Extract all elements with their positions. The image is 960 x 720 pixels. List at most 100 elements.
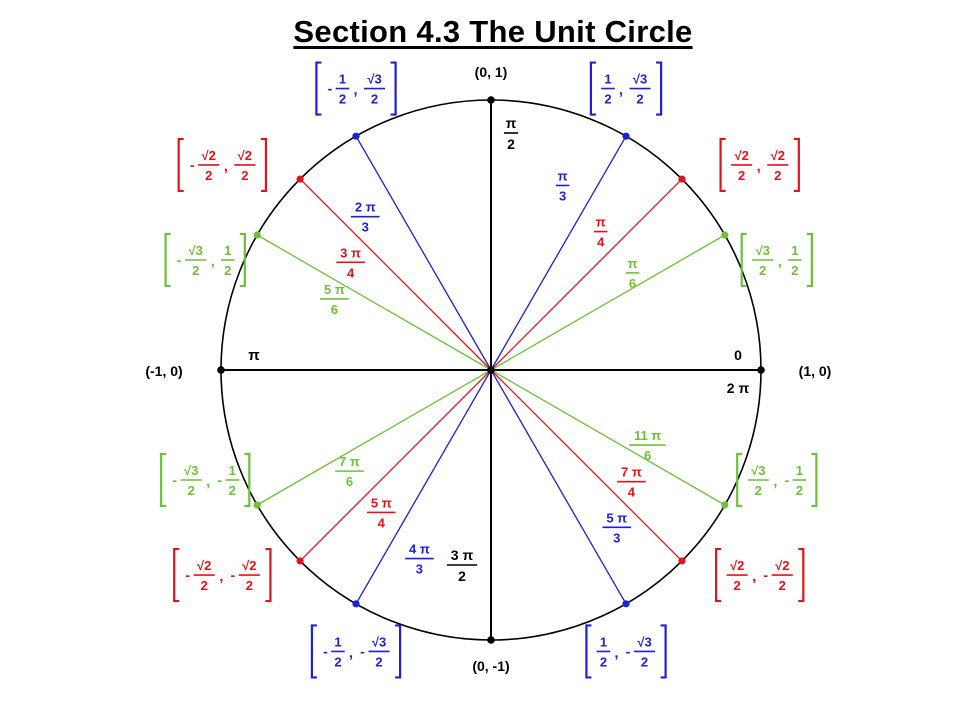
fraction-numerator: 3 π [451,547,474,563]
x-coordinate: √22 [198,148,220,183]
right-bracket [239,232,246,288]
minus-sign: - [217,472,222,488]
comma: , [211,253,215,270]
fraction-denominator: 6 [331,302,338,317]
fraction-numerator: π [596,215,606,230]
angle-label-240: 4 π3 [405,542,434,577]
right-bracket [244,452,251,508]
coordinate-pair-120: -12,√32 [315,61,397,116]
comma: , [353,82,357,99]
minus-sign: - [763,567,768,583]
radius-120 [355,135,492,371]
fraction-numerator: √2 [202,148,216,163]
fraction-numerator: 1 [604,72,611,87]
coordinate-pair-30: √32,12 [740,232,813,288]
angle-label-120: 2 π3 [350,200,380,235]
angle-label-3pi-over-2: 3 π2 [446,547,478,584]
angle-label-30: π6 [625,256,640,291]
angle-label-pi-over-2: π2 [503,115,519,152]
coordinate-pair-330: √32,-12 [736,452,818,508]
point-markers [217,96,765,644]
comma: , [773,473,777,490]
coordinate-pair-240: -12,-√32 [310,624,402,679]
fraction-denominator: 2 [371,92,378,107]
fraction-denominator: 2 [507,136,515,152]
right-bracket [806,232,813,288]
fraction-numerator: 1 [334,634,341,649]
left-bracket [719,137,726,193]
angle-label-210: 7 π6 [335,454,364,489]
fraction-numerator: 5 π [606,510,627,525]
radius-135 [299,178,492,371]
y-coordinate: √32 [633,634,656,669]
comma: , [757,158,761,175]
fraction-numerator: 7 π [339,454,360,469]
minus-sign: - [784,472,789,488]
y-coordinate: √32 [368,634,390,669]
x-coordinate: 12 [601,72,615,107]
right-bracket [265,547,272,603]
x-coordinate: 12 [335,72,350,107]
right-bracket [656,61,663,116]
y-coordinate: √22 [767,148,789,183]
fraction-denominator: 2 [604,92,611,107]
comma: , [349,644,353,661]
left-bracket [177,137,184,193]
y-coordinate: √22 [234,148,256,183]
fraction-numerator: √2 [242,558,256,573]
fraction-numerator: 1 [229,463,236,478]
fraction-numerator: 2 π [355,200,376,215]
point-300 [622,600,630,608]
fraction-numerator: √3 [751,463,765,478]
fraction-denominator: 2 [224,263,231,278]
coordinate-pair-225: -√22,-√22 [173,547,272,603]
right-bracket [811,452,818,508]
point-45 [678,175,686,183]
comma: , [224,158,228,175]
fraction-denominator: 2 [738,168,745,183]
x-coordinate: √32 [185,243,207,278]
right-bracket [660,624,667,679]
x-coordinate: 12 [596,634,611,669]
x-coordinate: √22 [193,558,215,593]
x-coordinate: √32 [180,463,202,498]
coordinate-pair-135: -√22,√22 [177,137,268,193]
left-bracket [736,452,743,508]
fraction-denominator: 2 [636,92,643,107]
point-30 [721,231,729,239]
angle-label-60: π3 [555,168,570,203]
fraction-numerator: √3 [633,72,647,87]
fraction-denominator: 2 [188,483,195,498]
fraction-numerator: π [558,168,568,183]
angle-label-150: 5 π6 [320,282,349,317]
coordinate-pair-45: √22,√22 [719,137,800,193]
y-coordinate: 12 [225,463,240,498]
radius-150 [256,234,492,371]
fraction-numerator: √3 [372,634,386,649]
left-bracket [589,61,596,116]
fraction-denominator: 2 [229,483,236,498]
comma: , [206,473,210,490]
point-315 [678,557,686,565]
y-coordinate: 12 [788,243,802,278]
x-coordinate: √22 [731,148,753,183]
comma: , [752,568,756,585]
radius-45 [490,178,683,371]
fraction-numerator: √2 [734,148,748,163]
minus-sign: - [172,472,177,488]
coordinate-pair-150: -√32,12 [164,232,246,288]
fraction-denominator: 2 [759,263,766,278]
y-coordinate: √32 [629,72,651,107]
fraction-numerator: 11 π [634,428,661,443]
right-bracket [798,547,805,603]
radius-30 [490,234,726,371]
fraction-numerator: 1 [339,72,346,87]
fraction-denominator: 6 [644,448,651,463]
fraction-numerator: √3 [756,243,770,258]
fraction-denominator: 6 [629,276,636,291]
fraction-numerator: π [628,256,638,271]
right-bracket [260,137,268,193]
point-210 [253,501,261,509]
radius-300 [490,369,627,605]
fraction-numerator: 4 π [409,542,430,557]
